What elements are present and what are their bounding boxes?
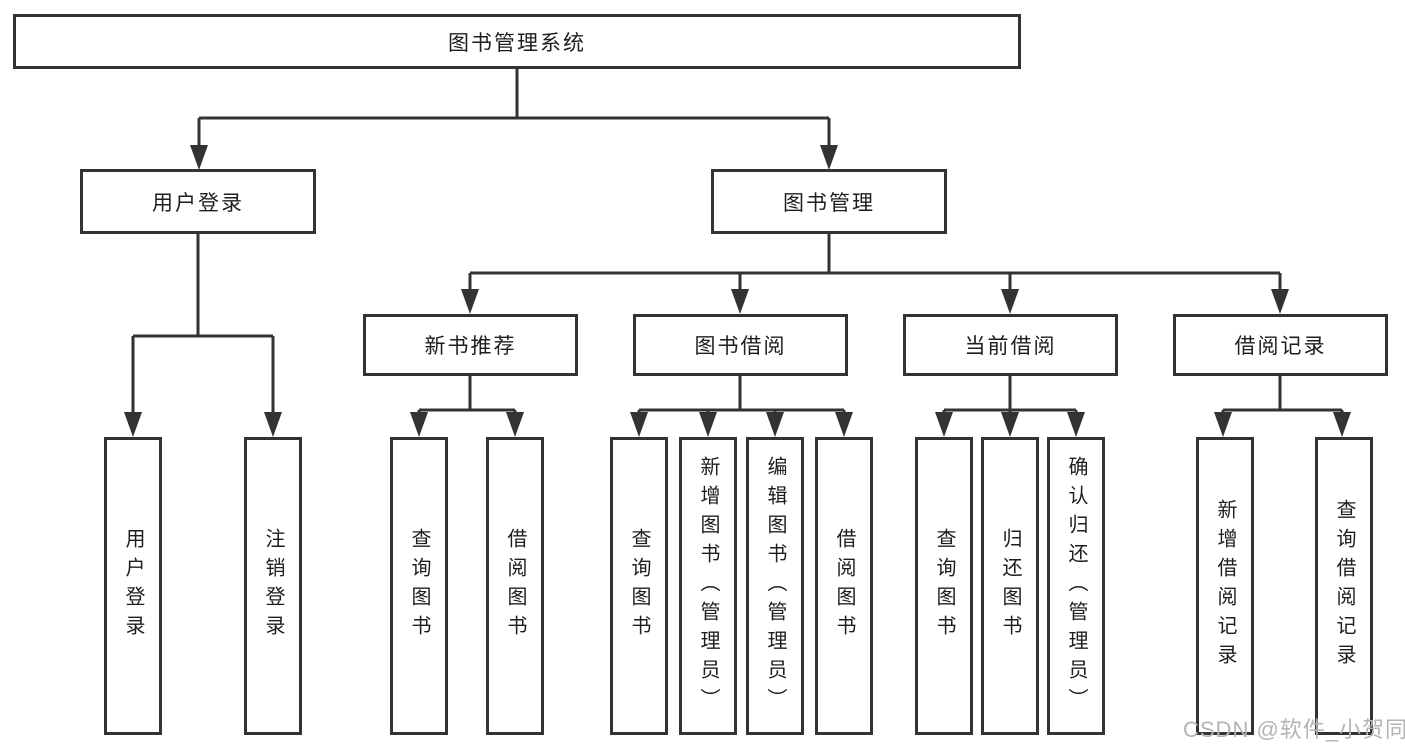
leaf-query-books-3: 查询图书: [915, 437, 973, 735]
node-borrow-records-label: 借阅记录: [1234, 335, 1327, 358]
leaf-borrow-books-2: 借阅图书: [815, 437, 873, 735]
leaf-logout: 注销登录: [244, 437, 302, 735]
leaf-borrow-books-1-label: 借阅图书: [504, 528, 526, 644]
node-book-borrow-label: 图书借阅: [694, 335, 787, 358]
node-user-login: 用户登录: [80, 169, 316, 234]
node-current-borrow: 当前借阅: [903, 314, 1118, 376]
leaf-user-login: 用户登录: [104, 437, 162, 735]
leaf-add-borrow-record-label: 新增借阅记录: [1214, 499, 1236, 673]
leaf-add-books-admin-label: 新增图书（管理员）: [697, 455, 719, 717]
leaf-user-login-label: 用户登录: [122, 528, 144, 644]
csdn-watermark: CSDN @软件_小贺同学: [1183, 717, 1405, 742]
node-borrow-records: 借阅记录: [1173, 314, 1388, 376]
node-new-book-recommend: 新书推荐: [363, 314, 578, 376]
node-book-management-label: 图书管理: [783, 191, 875, 215]
node-book-management: 图书管理: [711, 169, 947, 234]
node-root-label: 图书管理系统: [448, 31, 586, 55]
arrowheads: [124, 145, 1351, 437]
node-root-system: 图书管理系统: [13, 14, 1021, 69]
node-book-borrow: 图书借阅: [633, 314, 848, 376]
leaf-query-borrow-record: 查询借阅记录: [1315, 437, 1373, 735]
leaf-borrow-books-1: 借阅图书: [486, 437, 544, 735]
leaf-edit-books-admin-label: 编辑图书（管理员）: [764, 455, 786, 717]
leaf-add-borrow-record: 新增借阅记录: [1196, 437, 1254, 735]
node-current-borrow-label: 当前借阅: [964, 335, 1057, 358]
leaf-query-books-3-label: 查询图书: [933, 528, 955, 644]
leaf-query-books-1: 查询图书: [390, 437, 448, 735]
leaf-query-books-2: 查询图书: [610, 437, 668, 735]
leaf-query-borrow-record-label: 查询借阅记录: [1333, 499, 1355, 673]
node-user-login-label: 用户登录: [152, 191, 244, 215]
leaf-return-books: 归还图书: [981, 437, 1039, 735]
leaf-query-books-2-label: 查询图书: [628, 528, 650, 644]
leaf-confirm-return-admin: 确认归还（管理员）: [1047, 437, 1105, 735]
leaf-edit-books-admin: 编辑图书（管理员）: [746, 437, 804, 735]
leaf-logout-label: 注销登录: [262, 528, 284, 644]
node-new-book-recommend-label: 新书推荐: [424, 335, 517, 358]
leaf-confirm-return-admin-label: 确认归还（管理员）: [1065, 455, 1087, 717]
leaf-borrow-books-2-label: 借阅图书: [833, 528, 855, 644]
leaf-query-books-1-label: 查询图书: [408, 528, 430, 644]
leaf-add-books-admin: 新增图书（管理员）: [679, 437, 737, 735]
leaf-return-books-label: 归还图书: [999, 528, 1021, 644]
